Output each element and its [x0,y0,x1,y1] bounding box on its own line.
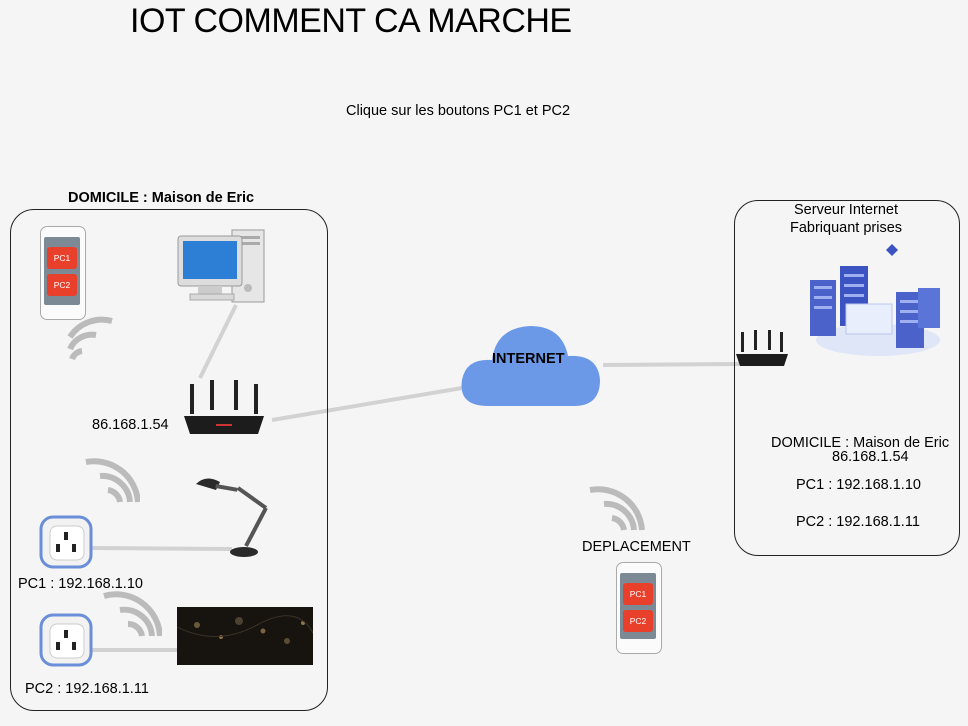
router-ip: 86.168.1.54 [92,417,169,433]
pc1-label: PC1 : 192.168.1.10 [18,576,143,592]
lamp-icon [196,478,268,557]
phone-pc2-button[interactable]: PC2 [47,274,77,296]
phone-pc1-button[interactable]: PC1 [623,583,653,605]
wifi-icon [85,458,140,503]
server-pc2: PC2 : 192.168.1.11 [796,514,920,530]
wifi-icon [589,486,645,531]
server-pc1: PC1 : 192.168.1.10 [796,477,921,493]
router-icon [736,330,788,366]
string-lights-image [177,607,313,665]
phone-pc1-button[interactable]: PC1 [47,247,77,269]
home-container [10,209,328,711]
cloud-icon [461,326,600,406]
link-internet-server [602,362,741,367]
wifi-icon [103,591,162,637]
link-router-internet [271,386,463,422]
link-plug1-lamp [91,546,233,551]
link-computer-router [198,304,238,379]
desktop-computer-icon [177,229,265,303]
server-container [734,200,960,556]
server-title-line1: Serveur Internet [794,202,898,218]
smart-plug-icon [39,613,93,667]
router-icon [184,380,264,434]
pc2-label: PC2 : 192.168.1.11 [25,681,149,697]
server-ip: 86.168.1.54 [832,449,909,465]
server-datacenter-icon [810,244,940,356]
home-phone: PC1 PC2 [40,226,86,320]
page-title: IOT COMMENT CA MARCHE [130,2,572,40]
wifi-icon [67,316,113,361]
smart-plug-icon [39,515,93,569]
phone-pc2-button[interactable]: PC2 [623,610,653,632]
mobile-phone: PC1 PC2 [616,562,662,654]
deplacement-label: DEPLACEMENT [582,539,691,555]
home-title: DOMICILE : Maison de Eric [68,190,255,206]
server-domicile: DOMICILE : Maison de Eric [771,435,950,451]
internet-label: INTERNET [492,351,565,367]
server-title-line2: Fabriquant prises [789,220,903,236]
instructions: Clique sur les boutons PC1 et PC2 [346,103,571,119]
